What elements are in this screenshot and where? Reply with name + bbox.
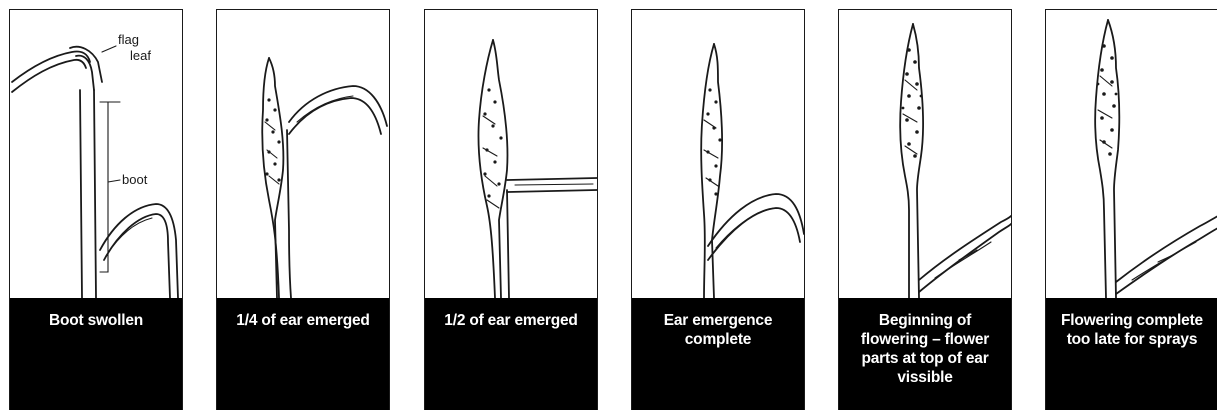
stage-panel-quarter-ear-emerged: 1/4 of ear emerged [216, 9, 390, 410]
stage-caption: 1/4 of ear emerged [216, 298, 390, 410]
stage-panel-ear-emergence-complete: Ear emergence complete [631, 9, 805, 410]
stage-panel-beginning-of-flowering: Beginning of flowering – flower parts at… [838, 9, 1012, 410]
stage-panel-flowering-complete: Flowering complete too late for sprays [1045, 9, 1217, 410]
stage-caption: Boot swollen [9, 298, 183, 410]
stage-caption: 1/2 of ear emerged [424, 298, 598, 410]
stage-panel-boot-swollen: flag leaf boot Boot swollen [9, 9, 183, 410]
flag-leaf-label-line1: flag [118, 32, 139, 47]
stage-caption: Flowering complete too late for sprays [1045, 298, 1217, 410]
stage-caption: Ear emergence complete [631, 298, 805, 410]
stage-caption: Beginning of flowering – flower parts at… [838, 298, 1012, 410]
flag-leaf-label-line2: leaf [130, 48, 151, 63]
half-ear-illustration [425, 10, 597, 298]
ear-emergence-illustration [632, 10, 804, 298]
quarter-ear-illustration [217, 10, 389, 298]
stage-panel-half-ear-emerged: 1/2 of ear emerged [424, 9, 598, 410]
boot-swollen-illustration: flag leaf boot [10, 10, 182, 298]
flowering-complete-illustration [1046, 10, 1217, 298]
boot-label: boot [122, 172, 148, 187]
beginning-flowering-illustration [839, 10, 1011, 298]
